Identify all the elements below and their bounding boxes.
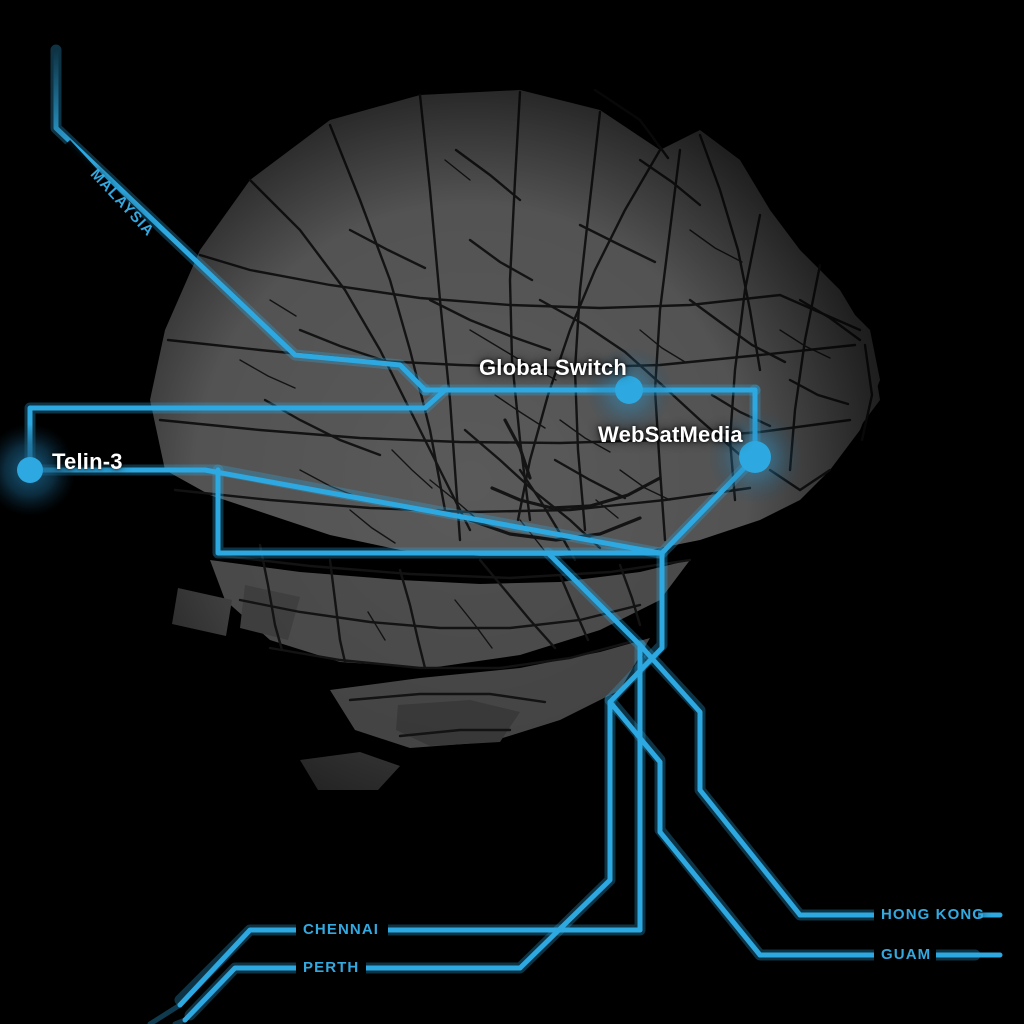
node-dot-global-switch [615, 376, 643, 404]
tail-chennai [147, 1002, 183, 1024]
edge-label-connectors [387, 912, 873, 971]
route-websatmedia-southwest [215, 454, 758, 556]
route-telin3-lower [27, 467, 663, 556]
expressways [468, 418, 662, 542]
node-label-global-switch: Global Switch [479, 355, 628, 380]
road-network [158, 88, 874, 738]
edge-label-guam: GUAM [881, 946, 932, 963]
network-nodes [0, 346, 803, 516]
edge-label-hong-kong: HONG KONG [881, 906, 986, 923]
edge-label-chennai: CHENNAI [303, 921, 380, 938]
route-malaysia [53, 47, 428, 393]
route-perth [182, 550, 665, 1023]
edge-label-perth: PERTH [303, 959, 360, 976]
node-label-telin3: Telin-3 [52, 449, 123, 474]
node-label-websatmedia: WebSatMedia [598, 422, 743, 447]
label-line-gaps [45, 140, 978, 980]
tail-perth [172, 1017, 188, 1024]
node-dot-websatmedia [739, 441, 771, 473]
node-dot-telin3 [17, 457, 43, 483]
